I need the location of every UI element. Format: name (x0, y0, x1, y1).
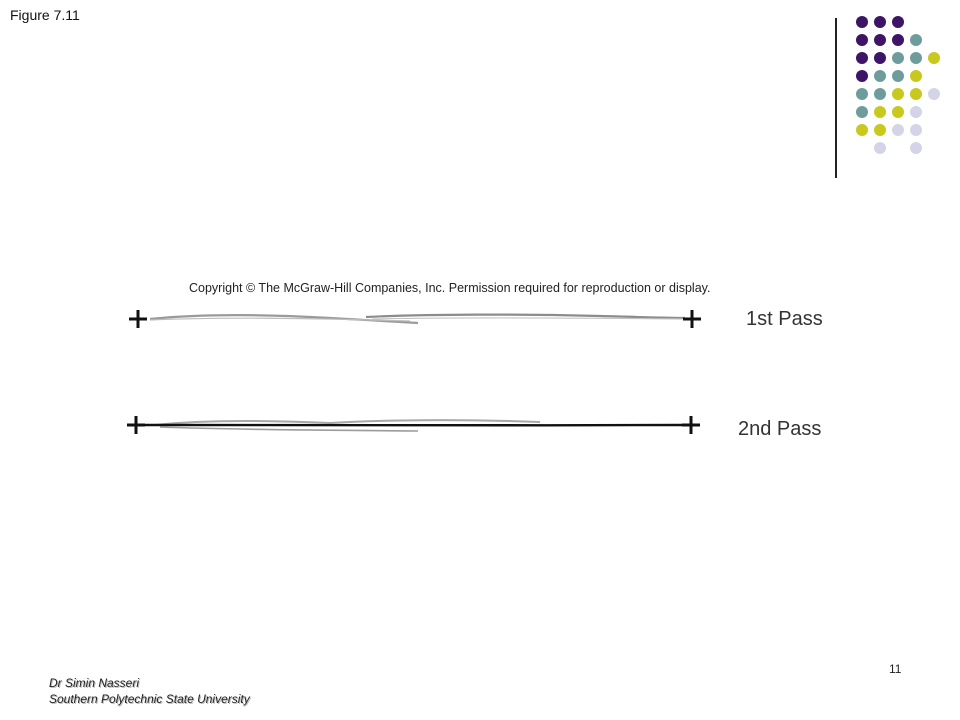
second-pass-bead-upper (154, 419, 541, 426)
slide-title: Figure 7.11 (10, 7, 80, 23)
first-pass-right-plus-icon (683, 310, 701, 328)
copyright-notice: Copyright © The McGraw-Hill Companies, I… (189, 281, 711, 295)
second-pass-label: 2nd Pass (738, 418, 822, 440)
second-pass-bead-main (144, 423, 686, 427)
first-pass-bead-left (149, 314, 419, 325)
second-pass-bead-lower (159, 426, 419, 432)
first-pass-label: 1st Pass (746, 308, 823, 330)
page-number: 11 (889, 662, 902, 676)
first-pass-bead-right (365, 313, 686, 320)
decorative-divider-line (835, 18, 837, 178)
first-pass-left-plus-icon (129, 310, 147, 328)
second-pass-right-plus-icon (682, 416, 700, 434)
footer-author: Dr Simin Nasseri (49, 676, 140, 690)
first-pass-bead-left-shade (149, 317, 411, 322)
second-pass-left-plus-icon (127, 416, 145, 434)
slide-footer: Dr Simin Nasseri Southern Polytechnic St… (49, 675, 250, 707)
first-pass-bead-right-shade (371, 317, 683, 320)
footer-institution: Southern Polytechnic State University (49, 692, 250, 706)
first-pass-weld (149, 313, 686, 325)
second-pass-weld (144, 419, 686, 432)
